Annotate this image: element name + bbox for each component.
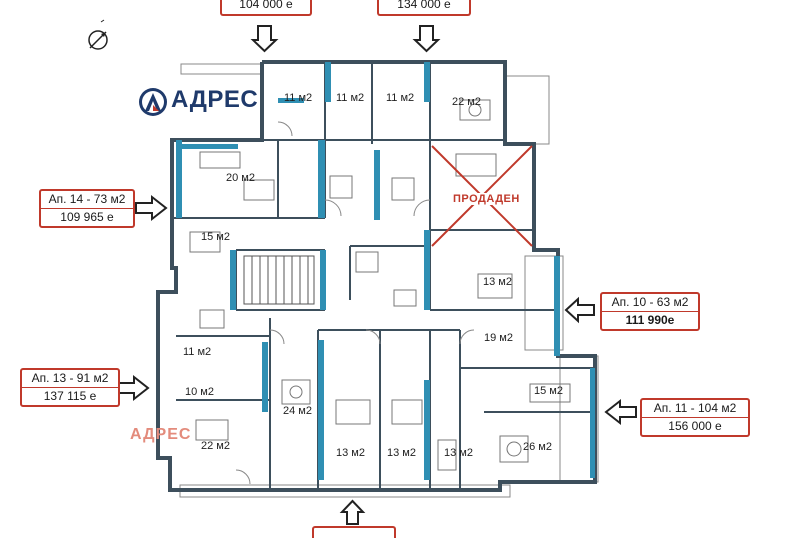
room-area: 15 м2 [534,385,563,397]
callout-ap14-label: Ап. 14 - 73 м2 [48,192,126,206]
room-area: 24 м2 [283,405,312,417]
room-area: 20 м2 [226,172,255,184]
room-area: 11 м2 [183,346,212,358]
outer-walls [156,60,597,492]
brand-logo-icon [139,88,167,116]
room-area: 26 м2 [523,441,552,453]
arrow-right-icon [117,194,168,402]
room-area: 10 м2 [185,386,214,398]
callout-ap14-price: 109 965 е [41,208,133,225]
balcony-outline [179,63,599,498]
callout-ap11: Ап. 11 - 104 м2 156 000 е [640,398,750,437]
top-price-left-text: 104 000 е [239,0,293,11]
callout-ap13-label: Ап. 13 - 91 м2 [31,371,109,385]
room-area: 19 м2 [484,332,513,344]
callout-ap13: Ап. 13 - 91 м2 137 115 е [20,368,120,407]
brand-logo: АДРЕС [137,86,258,114]
bottom-price-box [312,526,396,538]
north-compass-icon [88,19,108,50]
room-area: 11 м2 [386,92,415,104]
callout-ap10-label: Ап. 10 - 63 м2 [611,295,689,309]
arrow-up-icon [339,499,366,525]
door-swings [235,121,475,485]
callout-ap13-price: 137 115 е [22,387,118,404]
furniture [189,99,571,471]
callout-ap10-price: 111 990е [602,311,698,328]
arrow-down-icon [250,25,441,53]
callout-ap11-label: Ап. 11 - 104 м2 [653,401,737,415]
room-area: 15 м2 [201,231,230,243]
room-area: 13 м2 [387,447,416,459]
staircase [243,255,315,305]
room-area: 22 м2 [201,440,230,452]
arrow-left-icon [564,296,637,426]
top-price-right-text: 134 000 е [397,0,451,11]
top-price-left: 104 000 е [220,0,312,16]
watermark-text: АДРЕС [130,426,192,443]
room-area: 13 м2 [444,447,473,459]
structural-columns [176,62,595,480]
room-area: 11 м2 [336,92,365,104]
sold-label: ПРОДАДЕН [451,193,522,205]
callout-ap11-price: 156 000 е [642,417,748,434]
room-area: 11 м2 [284,92,313,104]
top-price-right: 134 000 е [377,0,471,16]
room-area: 13 м2 [336,447,365,459]
callout-ap14: Ап. 14 - 73 м2 109 965 е [39,189,135,228]
brand-name: АДРЕС [171,86,259,113]
callout-ap10: Ап. 10 - 63 м2 111 990е [600,292,700,331]
room-area: 22 м2 [452,96,481,108]
room-area: 13 м2 [483,276,512,288]
